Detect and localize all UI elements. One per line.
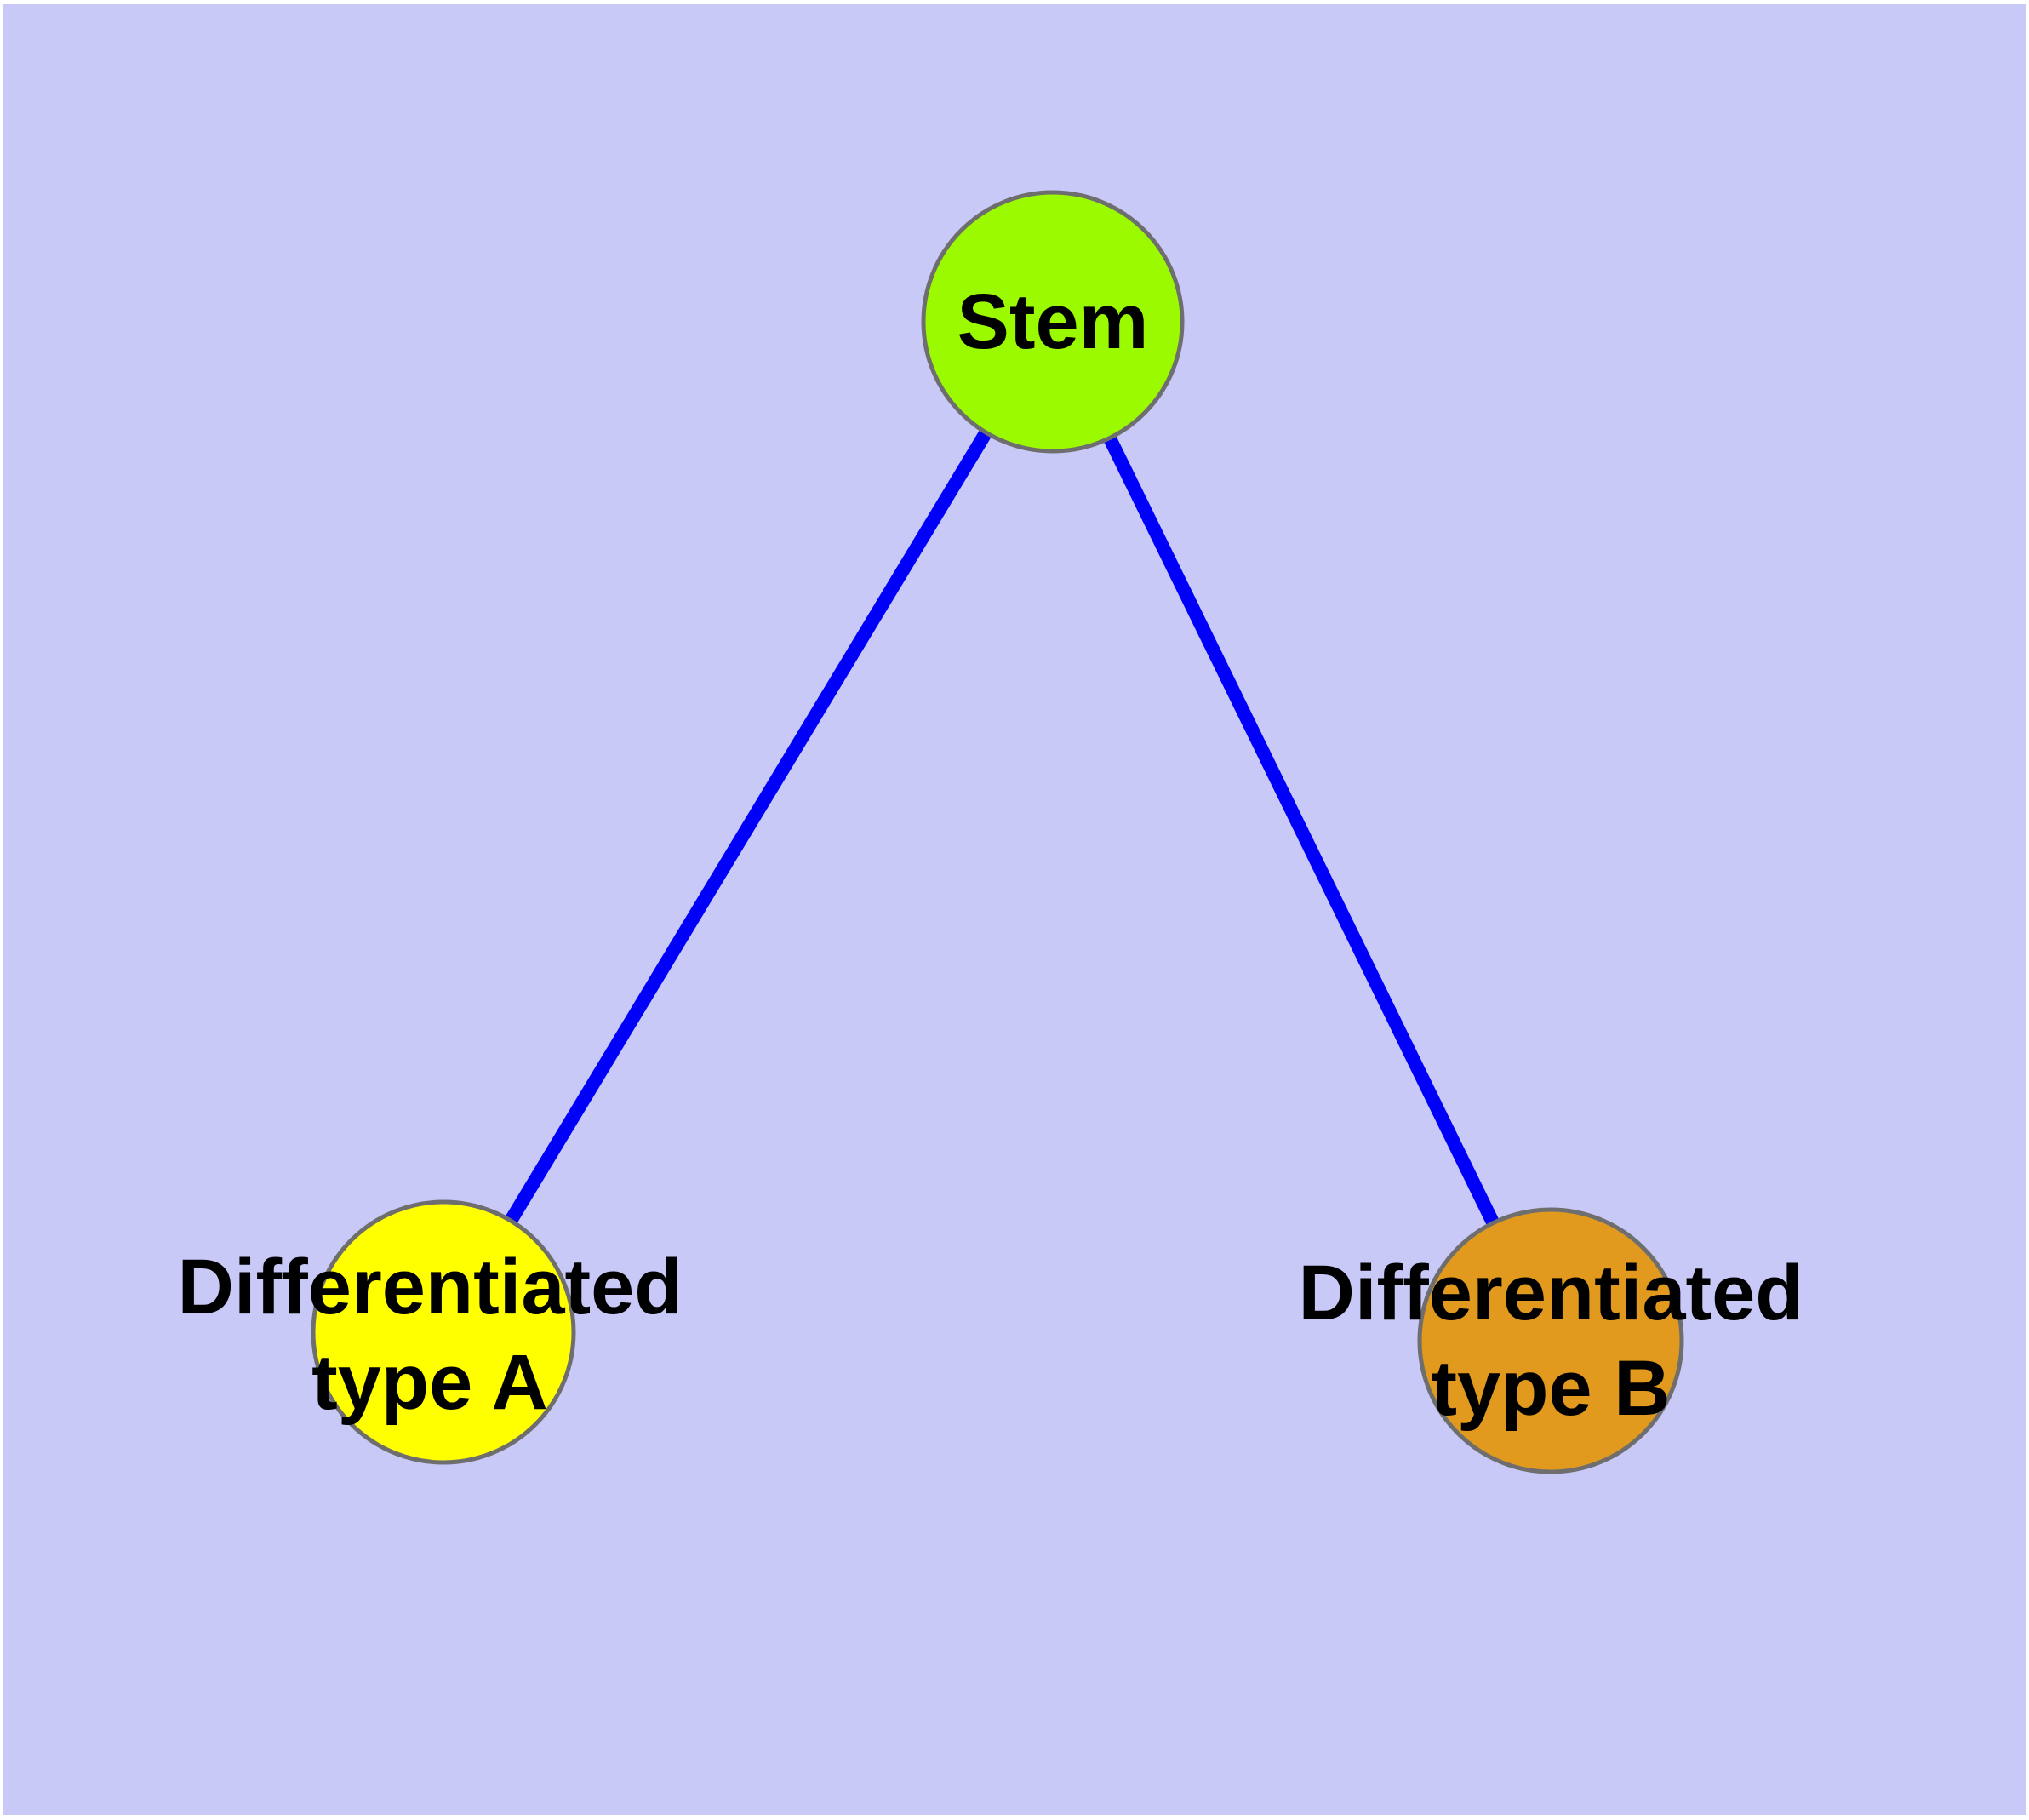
- differentiated-type-a-label-line-2: type A: [311, 1339, 548, 1426]
- differentiated-type-b-node-label: Differentiated type B: [1299, 1245, 1803, 1436]
- differentiated-type-a-label-line-1: Differentiated: [177, 1244, 683, 1331]
- differentiated-type-b-node-circle: [1417, 1207, 1684, 1474]
- stem-node-circle: [921, 190, 1185, 454]
- stem-node-label: Stem: [957, 274, 1149, 369]
- differentiated-type-a-node-label: Differentiated type A: [178, 1239, 683, 1430]
- differentiated-type-a-node-circle: [311, 1199, 576, 1465]
- edge-stem-to-type-b: [1046, 315, 1557, 1348]
- edge-stem-to-type-a: [437, 315, 1060, 1339]
- differentiated-type-b-label-line-1: Differentiated: [1298, 1250, 1803, 1336]
- stem-node-label-line: Stem: [957, 278, 1149, 365]
- differentiated-type-b-label-line-2: type B: [1431, 1345, 1671, 1432]
